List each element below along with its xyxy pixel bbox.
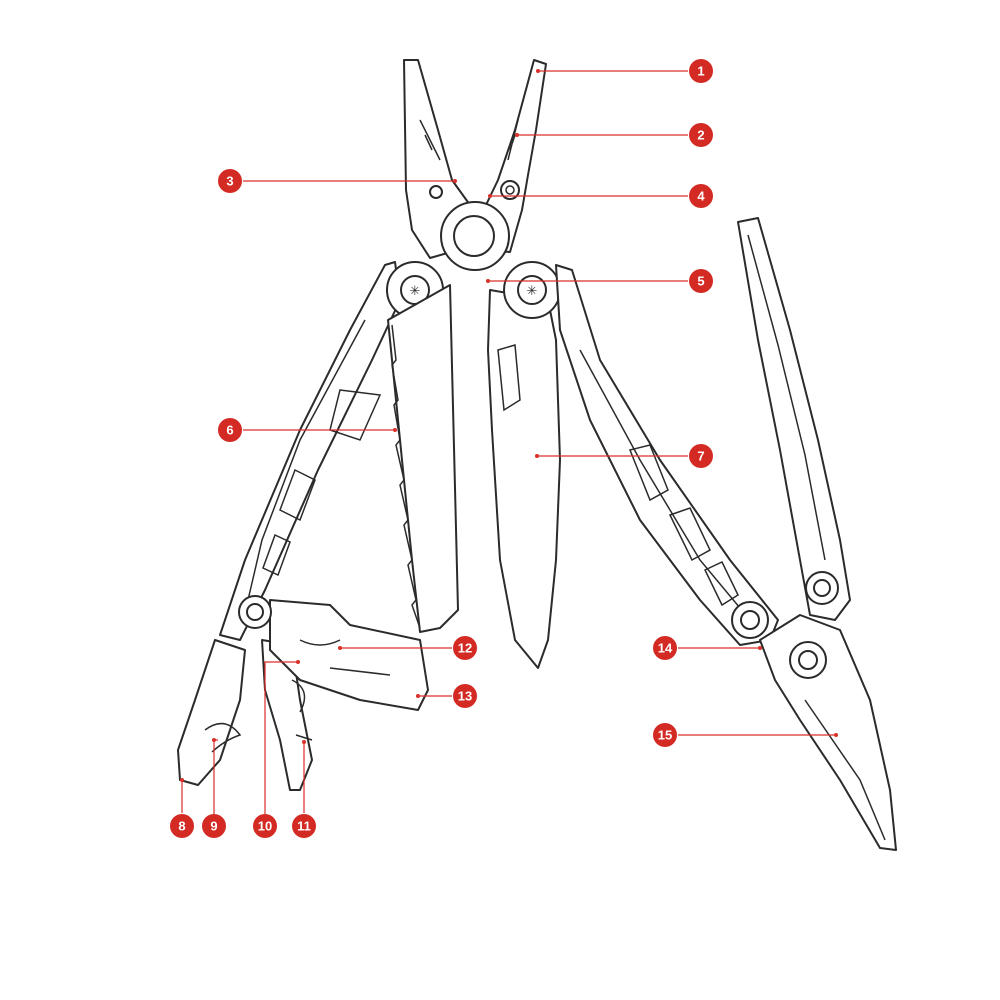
- callout-6-anchor: [393, 428, 397, 432]
- callout-7-label: 7: [697, 449, 704, 464]
- callout-4-badge: [689, 184, 713, 208]
- callout-1-anchor: [536, 69, 540, 73]
- callout-9: 9: [202, 814, 226, 838]
- callout-14-anchor: [758, 646, 762, 650]
- callout-13-badge: [453, 684, 477, 708]
- callout-5-label: 5: [697, 274, 704, 289]
- callout-13-anchor: [416, 694, 420, 698]
- callout-12-label: 12: [458, 641, 472, 656]
- callout-3-anchor: [453, 179, 457, 183]
- callout-2: 2: [689, 123, 713, 147]
- saw-blade: [387, 284, 459, 633]
- callout-13-label: 13: [458, 689, 472, 704]
- callout-13: 13: [453, 684, 477, 708]
- callout-11-badge: [292, 814, 316, 838]
- pliers-head: [403, 59, 547, 271]
- callout-5: 5: [689, 269, 713, 293]
- callout-8: 8: [170, 814, 194, 838]
- callout-14-label: 14: [658, 641, 673, 656]
- svg-text:✳: ✳: [527, 284, 538, 299]
- callout-12-anchor: [338, 646, 342, 650]
- lower-left-tools: [177, 595, 429, 791]
- callout-15-badge: [653, 723, 677, 747]
- callout-10-anchor: [296, 660, 300, 664]
- callout-6: 6: [218, 418, 242, 442]
- right-handle: [555, 264, 779, 646]
- callout-8-anchor: [180, 778, 184, 782]
- callout-5-anchor: [486, 279, 490, 283]
- callout-7-badge: [689, 444, 713, 468]
- callout-10: 10: [253, 814, 277, 838]
- callout-12: 12: [453, 636, 477, 660]
- callout-10-label: 10: [258, 819, 272, 834]
- callout-3: 3: [218, 169, 242, 193]
- callout-11-anchor: [302, 740, 306, 744]
- callout-2-badge: [689, 123, 713, 147]
- callout-5-badge: [689, 269, 713, 293]
- callout-11-label: 11: [297, 819, 311, 834]
- callout-leaders: [180, 69, 838, 814]
- callout-8-badge: [170, 814, 194, 838]
- callout-2-label: 2: [697, 128, 704, 143]
- callout-3-label: 3: [226, 174, 233, 189]
- callout-8-label: 8: [178, 819, 185, 834]
- callout-4: 4: [689, 184, 713, 208]
- callout-3-badge: [218, 169, 242, 193]
- callout-9-label: 9: [210, 819, 217, 834]
- callout-6-label: 6: [226, 423, 233, 438]
- callout-14: 14: [653, 636, 677, 660]
- callout-7: 7: [689, 444, 713, 468]
- callout-15-label: 15: [658, 728, 672, 743]
- callout-4-anchor: [488, 194, 492, 198]
- callout-14-badge: [653, 636, 677, 660]
- callout-9-anchor: [212, 738, 216, 742]
- knife-blade: ✳: [487, 261, 561, 669]
- left-handle: ✳: [219, 261, 444, 641]
- callout-badges: 1 2 3 4 5 6 7 8 9 10 11 12 13 14 15: [170, 59, 713, 838]
- callout-2-anchor: [515, 133, 519, 137]
- scissors: [737, 217, 897, 851]
- callout-1-label: 1: [697, 64, 704, 79]
- svg-text:✳: ✳: [410, 284, 421, 299]
- callout-6-badge: [218, 418, 242, 442]
- callout-4-label: 4: [697, 189, 705, 204]
- callout-1-badge: [689, 59, 713, 83]
- callout-11: 11: [292, 814, 316, 838]
- callout-15-anchor: [834, 733, 838, 737]
- callout-10-badge: [253, 814, 277, 838]
- callout-9-badge: [202, 814, 226, 838]
- callout-12-badge: [453, 636, 477, 660]
- callout-10-leader: [264, 661, 298, 814]
- callout-15: 15: [653, 723, 677, 747]
- callout-1: 1: [689, 59, 713, 83]
- callout-7-anchor: [535, 454, 539, 458]
